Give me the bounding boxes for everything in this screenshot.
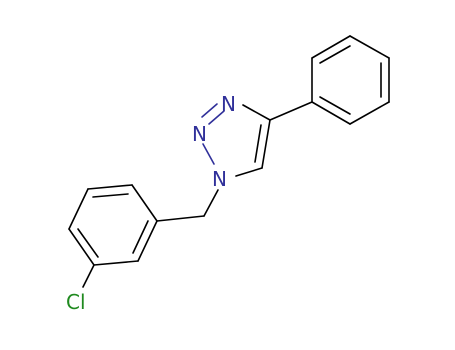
phenyl-ring bbox=[311, 35, 390, 125]
bond-ar-inner-3 bbox=[132, 220, 149, 254]
bond-n2-n1 bbox=[202, 143, 215, 165]
bond-ph-4 bbox=[349, 101, 390, 125]
bond-ph-inner-3 bbox=[319, 96, 351, 115]
chlorophenyl-ring bbox=[68, 184, 158, 266]
atom-label-n1: N bbox=[212, 167, 227, 191]
bond-ph-1 bbox=[311, 35, 351, 59]
bond-ar-5 bbox=[93, 260, 139, 266]
bond-c4-n3 bbox=[242, 104, 271, 121]
bond-c-cl bbox=[82, 264, 95, 288]
atom-label-n3: N bbox=[221, 92, 236, 116]
bond-ph-2 bbox=[349, 35, 390, 59]
bond-n3-n2-double bbox=[201, 103, 218, 118]
bond-c5-n1 bbox=[235, 167, 263, 177]
bond-n1-ch2 bbox=[203, 189, 219, 217]
triazole-ring bbox=[201, 103, 271, 177]
bond-ph-5 bbox=[311, 101, 351, 125]
bond-ph-inner-1 bbox=[319, 45, 351, 64]
bond-c4-c5-double bbox=[254, 124, 262, 163]
bond-ar-2 bbox=[87, 184, 133, 190]
atom-label-n2: N bbox=[192, 122, 207, 146]
bond-n3-n2 bbox=[208, 110, 225, 125]
bond-ar-4 bbox=[68, 228, 95, 266]
bond-ar-3 bbox=[68, 188, 89, 230]
bond-ar-1 bbox=[131, 184, 158, 222]
bond-ch2-aryl bbox=[156, 215, 205, 222]
bond-c4-c5 bbox=[261, 119, 271, 169]
bond-ar-6 bbox=[137, 220, 158, 262]
bond-ar-inner-1 bbox=[92, 193, 129, 198]
bond-ar-inner-2 bbox=[77, 228, 99, 258]
atom-label-chlorine: Cl bbox=[66, 290, 86, 314]
bond-phenyl-c4 bbox=[269, 101, 313, 121]
